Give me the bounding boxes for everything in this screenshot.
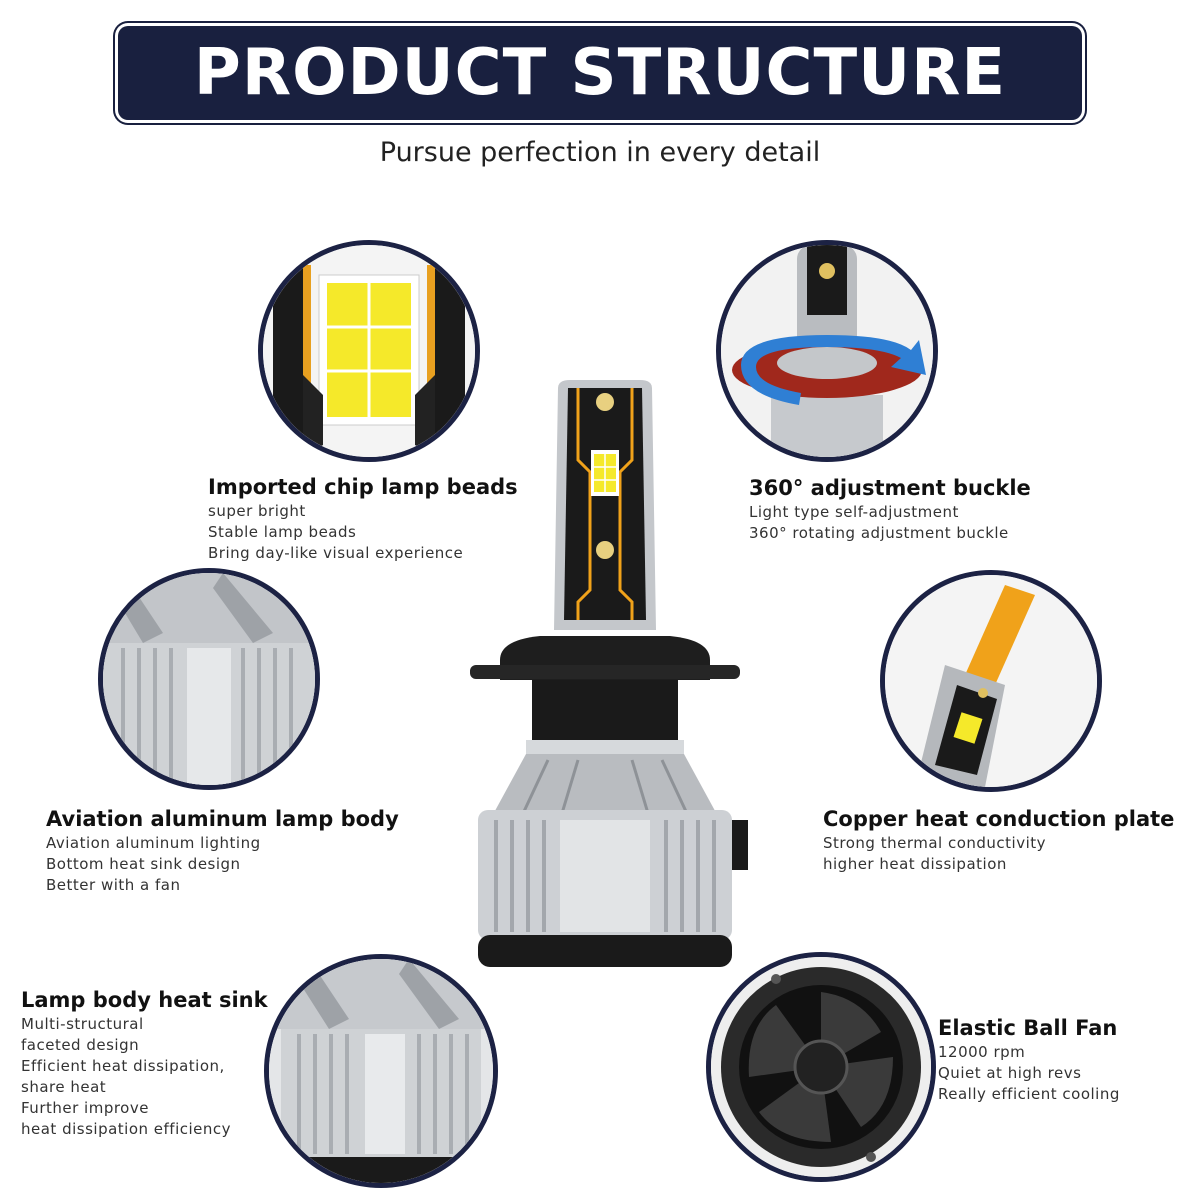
aluminum-body-closeup (98, 568, 320, 790)
feature-heatsink: Lamp body heat sink Multi-structural fac… (21, 986, 268, 1140)
feature-line: share heat (21, 1078, 107, 1096)
feature-aluminum: Aviation aluminum lamp body Aviation alu… (46, 805, 399, 896)
feature-line: Bottom heat sink design (46, 855, 241, 873)
feature-line: Better with a fan (46, 876, 181, 894)
copper-plate (965, 585, 1035, 685)
feature-title: Imported chip lamp beads (208, 475, 518, 499)
heat-sink-closeup (264, 954, 498, 1188)
title-banner: PRODUCT STRUCTURE (118, 26, 1082, 120)
page-subtitle: Pursue perfection in every detail (379, 137, 821, 168)
led-bulb-illustration (460, 380, 750, 970)
feature-title: Elastic Ball Fan (938, 1016, 1118, 1040)
rotation-buckle-closeup (716, 240, 938, 462)
feature-title: 360° adjustment buckle (749, 476, 1031, 500)
copper-plate-closeup (880, 570, 1102, 792)
feature-line: Quiet at high revs (938, 1064, 1082, 1082)
feature-fan: Elastic Ball Fan 12000 rpm Quiet at high… (938, 1014, 1120, 1105)
feature-line: higher heat dissipation (823, 855, 1007, 873)
feature-line: Aviation aluminum lighting (46, 834, 261, 852)
led-chip-closeup (258, 240, 480, 462)
fan-closeup (706, 952, 936, 1182)
feature-line: heat dissipation efficiency (21, 1120, 232, 1138)
feature-line: Stable lamp beads (208, 523, 357, 541)
feature-buckle: 360° adjustment buckle Light type self-a… (749, 474, 1031, 544)
feature-line: Really efficient cooling (938, 1085, 1120, 1103)
feature-line: Strong thermal conductivity (823, 834, 1047, 852)
feature-line: 360° rotating adjustment buckle (749, 524, 1009, 542)
feature-line: Multi-structural (21, 1015, 144, 1033)
feature-title: Lamp body heat sink (21, 988, 268, 1012)
feature-line: Bring day-like visual experience (208, 544, 464, 562)
feature-title: Copper heat conduction plate (823, 807, 1175, 831)
feature-chip: Imported chip lamp beads super bright St… (208, 473, 518, 564)
feature-copper: Copper heat conduction plate Strong ther… (823, 805, 1174, 875)
page-title: PRODUCT STRUCTURE (193, 36, 1007, 110)
feature-line: Light type self-adjustment (749, 503, 959, 521)
feature-line: Further improve (21, 1099, 149, 1117)
feature-line: 12000 rpm (938, 1043, 1026, 1061)
feature-line: faceted design (21, 1036, 140, 1054)
feature-line: Efficient heat dissipation, (21, 1057, 225, 1075)
feature-line: super bright (208, 502, 306, 520)
feature-title: Aviation aluminum lamp body (46, 807, 399, 831)
